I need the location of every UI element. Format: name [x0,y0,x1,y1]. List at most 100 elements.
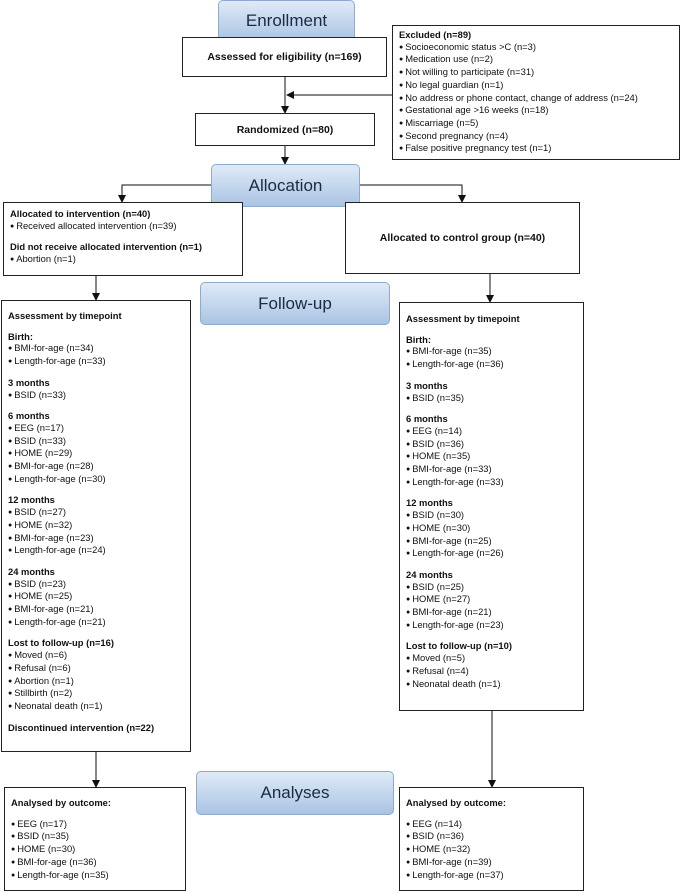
list-item: EEG (n=14) [406,818,577,831]
list-item: BMI-for-age (n=35) [406,345,577,358]
stage-allocation-label: Allocation [248,175,323,195]
list-item: Stillbirth (n=2) [8,687,184,700]
list-item: Length-for-age (n=37) [406,869,577,882]
list-item: HOME (n=25) [8,590,184,603]
list-item: HOME (n=29) [8,447,184,460]
list-item: BMI-for-age (n=36) [11,856,179,869]
intervention-allocation-box: Allocated to intervention (n=40) Receive… [3,202,243,276]
list-item: EEG (n=17) [8,422,184,435]
analyses-control-box: Analysed by outcome: EEG (n=14)BSID (n=3… [399,787,584,891]
list-item: BMI-for-age (n=33) [406,463,577,476]
list-item: Length-for-age (n=33) [8,355,184,368]
intervention-title: Allocated to intervention (n=40) [10,208,151,219]
excluded-box: Excluded (n=89) Socioeconomic status >C … [392,25,680,160]
list-item: BSID (n=33) [8,435,184,448]
list-item: Received allocated intervention (n=39) [10,220,236,233]
timepoint-title: 12 months [8,494,55,506]
list-item: HOME (n=27) [406,593,577,606]
list-item: BSID (n=27) [8,506,184,519]
list-item: HOME (n=32) [406,843,577,856]
stage-analyses-label: Analyses [260,783,330,802]
timepoint-title: 24 months [8,565,55,577]
list-item: Moved (n=6) [8,649,184,662]
list-item: Not willing to participate (n=31) [399,66,673,79]
excluded-title: Excluded (n=89) [399,29,472,40]
timepoint-title: 6 months [8,410,50,422]
followup-intervention-box: Assessment by timepoint Birth:BMI-for-ag… [1,300,191,752]
list-item: Length-for-age (n=30) [8,473,184,486]
control-title: Allocated to control group (n=40) [379,232,546,244]
assessed-box: Assessed for eligibility (n=169) [182,37,387,77]
timepoint-title: 3 months [8,376,50,388]
list-item: BMI-for-age (n=28) [8,460,184,473]
stage-allocation: Allocation [211,164,360,207]
timepoint-title: 12 months [406,497,453,509]
list-item: Socioeconomic status >C (n=3) [399,41,673,54]
stage-enrollment-label: Enrollment [245,11,328,30]
list-item: Medication use (n=2) [399,53,673,66]
list-item: Gestational age >16 weeks (n=18) [399,104,673,117]
assessed-label: Assessed for eligibility (n=169) [207,51,362,63]
analyses-heading: Analysed by outcome: [406,797,507,808]
list-item: HOME (n=35) [406,450,577,463]
randomized-label: Randomized (n=80) [236,123,334,136]
stage-followup: Follow-up [200,282,390,325]
list-item: BSID (n=23) [8,578,184,591]
list-item: Moved (n=5) [406,652,577,665]
list-item: EEG (n=14) [406,425,577,438]
list-item: Refusal (n=6) [8,662,184,675]
list-item: BSID (n=30) [406,509,577,522]
list-item: Neonatal death (n=1) [8,700,184,713]
analyses-heading: Analysed by outcome: [11,797,112,808]
timepoint-title: Birth: [406,333,431,345]
list-item: No address or phone contact, change of a… [399,92,673,105]
excluded-list: Socioeconomic status >C (n=3) Medication… [399,41,673,155]
list-item: Second pregnancy (n=4) [399,130,673,143]
list-item: EEG (n=17) [11,818,179,831]
timepoint-title: Birth: [8,330,33,342]
followup-heading: Assessment by timepoint [406,313,520,324]
stage-analyses: Analyses [196,771,394,815]
timepoint-title: Lost to follow-up (n=10) [406,640,512,652]
list-item: HOME (n=30) [11,843,179,856]
control-allocation-box: Allocated to control group (n=40) [345,202,580,274]
list-item: Length-for-age (n=24) [8,544,184,557]
list-item: No legal guardian (n=1) [399,79,673,92]
list-item: Abortion (n=1) [10,253,236,266]
list-item: HOME (n=30) [406,522,577,535]
list-item: BSID (n=36) [406,438,577,451]
stage-enrollment: Enrollment [218,0,355,42]
list-item: HOME (n=32) [8,519,184,532]
list-item: Length-for-age (n=23) [406,619,577,632]
followup-control-box: Assessment by timepoint Birth:BMI-for-ag… [399,302,584,711]
list-item: Neonatal death (n=1) [406,678,577,691]
list-item: False positive pregnancy test (n=1) [399,142,673,155]
stage-followup-label: Follow-up [258,293,332,313]
analyses-intervention-box: Analysed by outcome: EEG (n=17)BSID (n=3… [4,787,186,891]
list-item: Length-for-age (n=33) [406,476,577,489]
list-item: Length-for-age (n=21) [8,616,184,629]
list-item: BMI-for-age (n=21) [8,603,184,616]
not-received-title: Did not receive allocated intervention (… [10,241,202,253]
timepoint-title: Discontinued intervention (n=22) [8,721,155,733]
list-item: BMI-for-age (n=34) [8,342,184,355]
list-item: BMI-for-age (n=25) [406,535,577,548]
timepoint-title: 3 months [406,379,448,391]
timepoint-title: 6 months [406,413,448,425]
list-item: Abortion (n=1) [8,675,184,688]
list-item: BSID (n=25) [406,581,577,594]
list-item: BMI-for-age (n=39) [406,856,577,869]
arrow-split-right [360,184,466,203]
list-item: BSID (n=35) [406,392,577,405]
list-item: Length-for-age (n=26) [406,547,577,560]
list-item: Length-for-age (n=35) [11,869,179,882]
list-item: Miscarriage (n=5) [399,117,673,130]
list-item: Length-for-age (n=36) [406,358,577,371]
arrow-split-left [118,184,211,203]
randomized-box: Randomized (n=80) [195,113,375,146]
list-item: BSID (n=36) [406,830,577,843]
timepoint-title: 24 months [406,568,453,580]
list-item: BSID (n=33) [8,389,184,402]
list-item: BSID (n=35) [11,830,179,843]
